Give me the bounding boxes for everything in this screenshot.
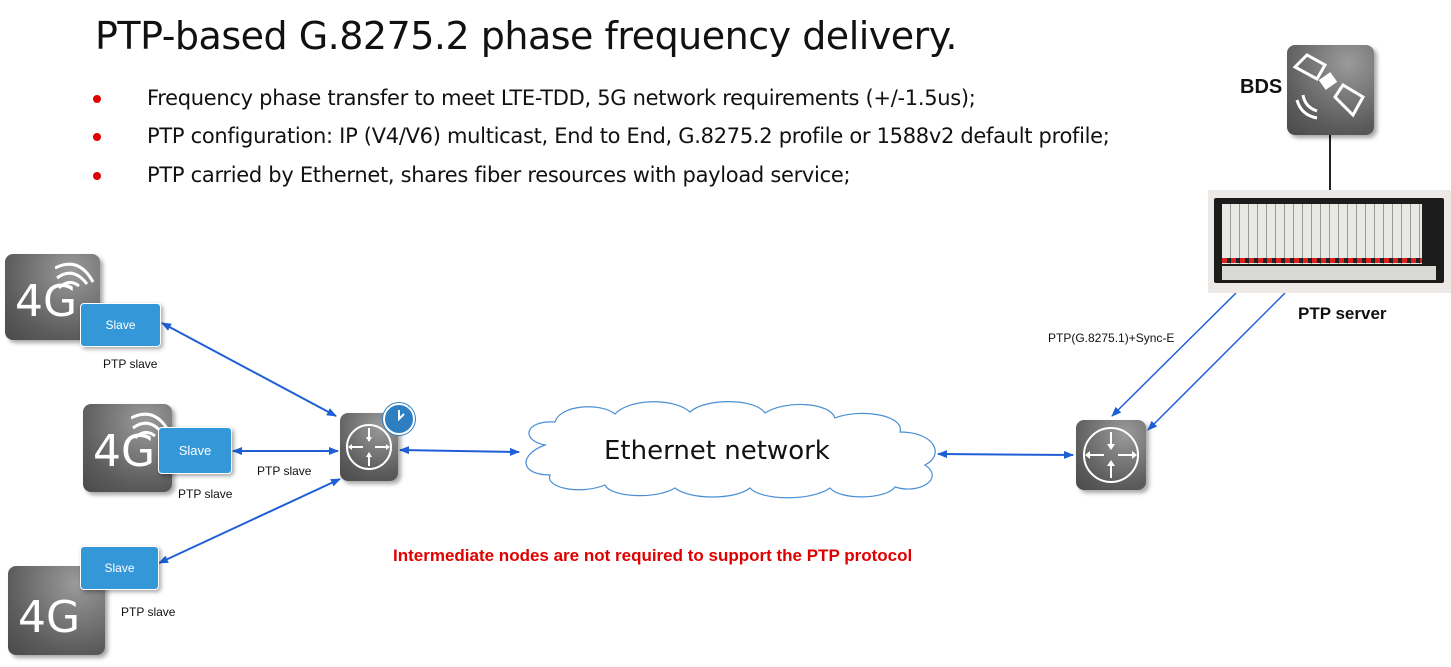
bds-label: BDS	[1240, 76, 1283, 98]
ptp-slave-label: PTP slave	[178, 487, 233, 501]
slave3-link	[158, 478, 341, 564]
slave-badge: Slave	[158, 427, 232, 474]
bullet-text: Frequency phase transfer to meet LTE-TDD…	[147, 86, 976, 110]
4g-base-station-icon: 4G	[8, 566, 105, 655]
note-text: Intermediate nodes are not required to s…	[393, 546, 913, 565]
slave1-link	[161, 322, 337, 417]
bullet-item: Frequency phase transfer to meet LTE-TDD…	[93, 86, 976, 110]
bullet-item: PTP carried by Ethernet, shares fiber re…	[93, 163, 851, 187]
ethernet-network-label: Ethernet network	[604, 436, 830, 466]
bullet-dot-icon	[93, 95, 101, 103]
bullet-dot-icon	[93, 133, 101, 141]
server-link-label: PTP(G.8275.1)+Sync-E	[1048, 331, 1175, 345]
server-router-link-1	[1111, 292, 1237, 417]
slave-badge: Slave	[80, 303, 161, 347]
ptp-server-image	[1208, 190, 1451, 293]
satellite-icon	[1287, 45, 1374, 135]
server-router-link-2	[1147, 292, 1286, 431]
clock-icon	[383, 403, 415, 435]
4g-label: 4G	[93, 426, 156, 477]
router-icon	[340, 413, 398, 481]
ptp-slave-label: PTP slave	[121, 605, 176, 619]
router-cloud-link	[399, 446, 520, 456]
router-icon	[1076, 420, 1146, 490]
4g-base-station-icon: 4G	[83, 404, 172, 492]
ptp-slave-link-label: PTP slave	[257, 464, 312, 478]
bullet-text: PTP configuration: IP (V4/V6) multicast,…	[147, 124, 1110, 148]
bullet-text: PTP carried by Ethernet, shares fiber re…	[147, 163, 851, 187]
bullet-dot-icon	[93, 172, 101, 180]
ptp-server-label: PTP server	[1298, 304, 1387, 323]
cloud-router-link	[937, 450, 1074, 459]
slide-title: PTP-based G.8275.2 phase frequency deliv…	[95, 14, 957, 58]
ptp-slave-label: PTP slave	[103, 357, 158, 371]
bullet-item: PTP configuration: IP (V4/V6) multicast,…	[93, 124, 1110, 148]
slave-badge: Slave	[80, 546, 159, 590]
cloud-icon	[525, 401, 936, 499]
4g-label: 4G	[18, 592, 81, 643]
